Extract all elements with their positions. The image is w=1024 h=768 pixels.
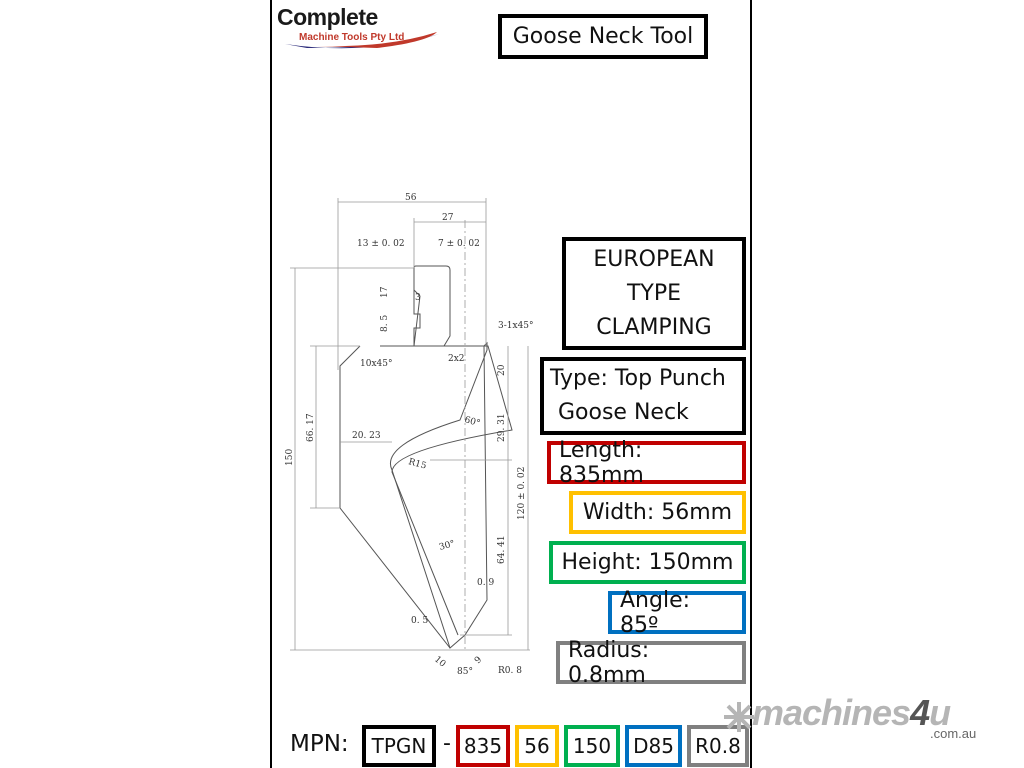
page-border-left — [270, 0, 272, 768]
background-right — [752, 0, 1024, 768]
dim-neck-depth: 20. 23 — [352, 431, 381, 441]
mpn-part-height: 150 — [564, 725, 620, 767]
logo-main-text: Complete — [277, 4, 378, 30]
dim-tang-height: 17 — [380, 286, 390, 298]
dim-overall-width: 56 — [405, 193, 417, 203]
spec-angle: Angle: 85º — [608, 588, 746, 638]
dim-tip-left: 10 — [432, 655, 447, 670]
dim-seg-top: 20 — [497, 364, 507, 376]
dim-notch-height: 8. 5 — [380, 315, 390, 332]
tool-profile-drawing: 56 27 13 ± 0. 02 7 ± 0. 02 17 3 8. 5 3-1… — [285, 193, 534, 677]
clamping-line: CLAMPING — [596, 314, 712, 340]
dim-tip-offset: 0. 9 — [477, 578, 494, 588]
clamping-line: EUROPEAN — [593, 246, 715, 272]
dim-tip-angle: 85° — [457, 667, 473, 677]
company-logo: Complete Machine Tools Pty Ltd — [277, 4, 447, 52]
logo-swoosh-icon — [285, 32, 439, 49]
dim-chamfer-left: 10x45° — [360, 359, 392, 369]
mpn-part-length: 835 — [456, 725, 510, 767]
dim-tang-offset: 13 ± 0. 02 — [357, 239, 405, 249]
mpn-part-angle: D85 — [625, 725, 682, 767]
dim-angle-lower: 30° — [438, 539, 456, 553]
mpn-separator: - — [443, 731, 451, 756]
watermark-domain: .com.au — [930, 726, 977, 741]
tool-type-line: Goose Neck — [558, 400, 689, 425]
dim-radius-neck: R15 — [407, 457, 427, 471]
dim-overall-height: 150 — [285, 449, 295, 466]
mpn-part-type: TPGN — [362, 725, 436, 767]
dim-seg-mid: 29. 31 — [497, 413, 507, 442]
spec-radius: Radius: 0.8mm — [556, 638, 746, 688]
logo-sub-text: Machine Tools Pty Ltd — [299, 32, 405, 43]
machines4u-watermark: machines4u .com.au — [722, 692, 1002, 746]
tool-type-line: Type: Top Punch — [550, 366, 726, 391]
page-title: Goose Neck Tool — [498, 14, 708, 59]
dim-notch: 3 — [415, 293, 421, 303]
background-left — [0, 0, 270, 768]
page-border-right — [750, 0, 752, 768]
dim-chamfer-shoulder: 3-1x45° — [498, 321, 534, 331]
dim-angle-upper: 60° — [463, 415, 481, 429]
dim-body-height: 66. 17 — [306, 413, 316, 442]
clamping-line: TYPE — [626, 280, 682, 306]
spec-height: Height: 150mm — [549, 541, 746, 584]
mpn-label: MPN: — [290, 731, 349, 757]
spec-length: Length: 835mm — [547, 438, 746, 488]
dim-groove: 2x2 — [448, 354, 465, 364]
dim-seg-low: 64. 41 — [497, 535, 507, 564]
dim-flat: 0. 5 — [411, 616, 428, 626]
dim-tang-width: 7 ± 0. 02 — [438, 239, 480, 249]
dim-tip-right: 9 — [473, 655, 484, 666]
dim-working-height: 120 ± 0. 02 — [517, 467, 527, 520]
snowflake-logo-icon — [724, 702, 754, 732]
mpn-part-width: 56 — [515, 725, 559, 767]
dim-tip-radius: R0. 8 — [498, 666, 522, 676]
watermark-brand: machines4u — [752, 692, 951, 733]
spec-width: Width: 56mm — [569, 491, 746, 534]
clamping-type-box: EUROPEAN TYPE CLAMPING — [562, 237, 746, 350]
dimension-lines — [290, 198, 530, 651]
tool-type-box: Type: Top Punch Goose Neck — [540, 357, 746, 435]
dim-upper-width: 27 — [442, 213, 454, 223]
